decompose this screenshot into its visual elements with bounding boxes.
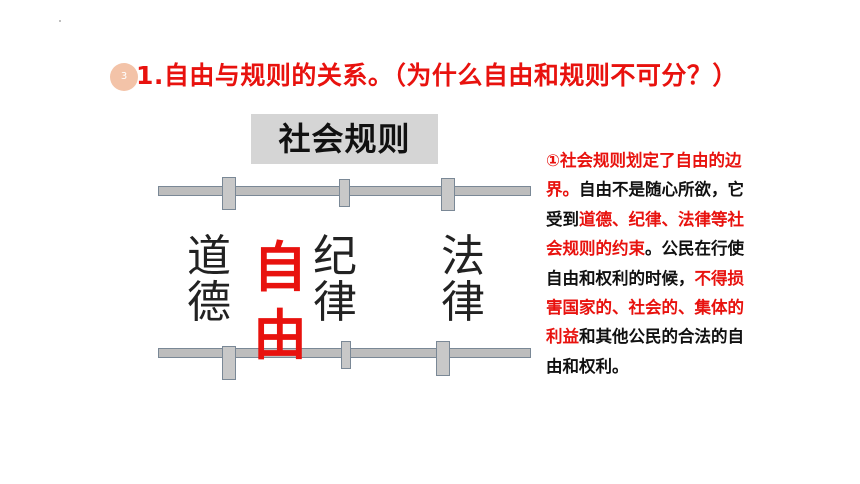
label-morality: 道德 [187,231,231,328]
label-freedom: 自由 [253,236,307,367]
bottom-fence-post-discipline [341,341,351,369]
top-fence-post-discipline [339,179,350,207]
explanation-segment: ①社会规则划定了自由的边界。 [546,151,742,200]
explanation-segment: 和其他公民的合法的自由和权利。 [546,327,744,376]
slide-number-badge: 3 [110,63,138,91]
social-rules-label: 社会规则 [278,120,411,158]
explanation-segment: 自由不是随心所欲，它受到 [546,180,744,229]
top-fence-post-law [441,178,455,211]
bottom-fence-post-morality [222,346,236,380]
explanation-text: ①社会规则划定了自由的边界。自由不是随心所欲，它受到道德、纪律、法律等社会规则的… [546,146,760,381]
bottom-fence-post-law [436,341,450,376]
label-law: 法律 [441,231,485,328]
explanation-segment: 。公民在行使自由和权利的时候， [546,239,744,288]
explanation-segment: 道德、纪律、法律等社会规则的约束 [546,209,744,259]
decorative-dot [59,20,61,22]
explanation-segment: 不得损害国家的、社会的、集体的利益 [546,268,744,347]
label-discipline: 纪律 [313,231,357,328]
top-fence-post-morality [222,177,236,210]
slide-title: 1.自由与规则的关系。（为什么自由和规则不可分？） [136,61,738,90]
social-rules-box: 社会规则 [251,114,438,164]
